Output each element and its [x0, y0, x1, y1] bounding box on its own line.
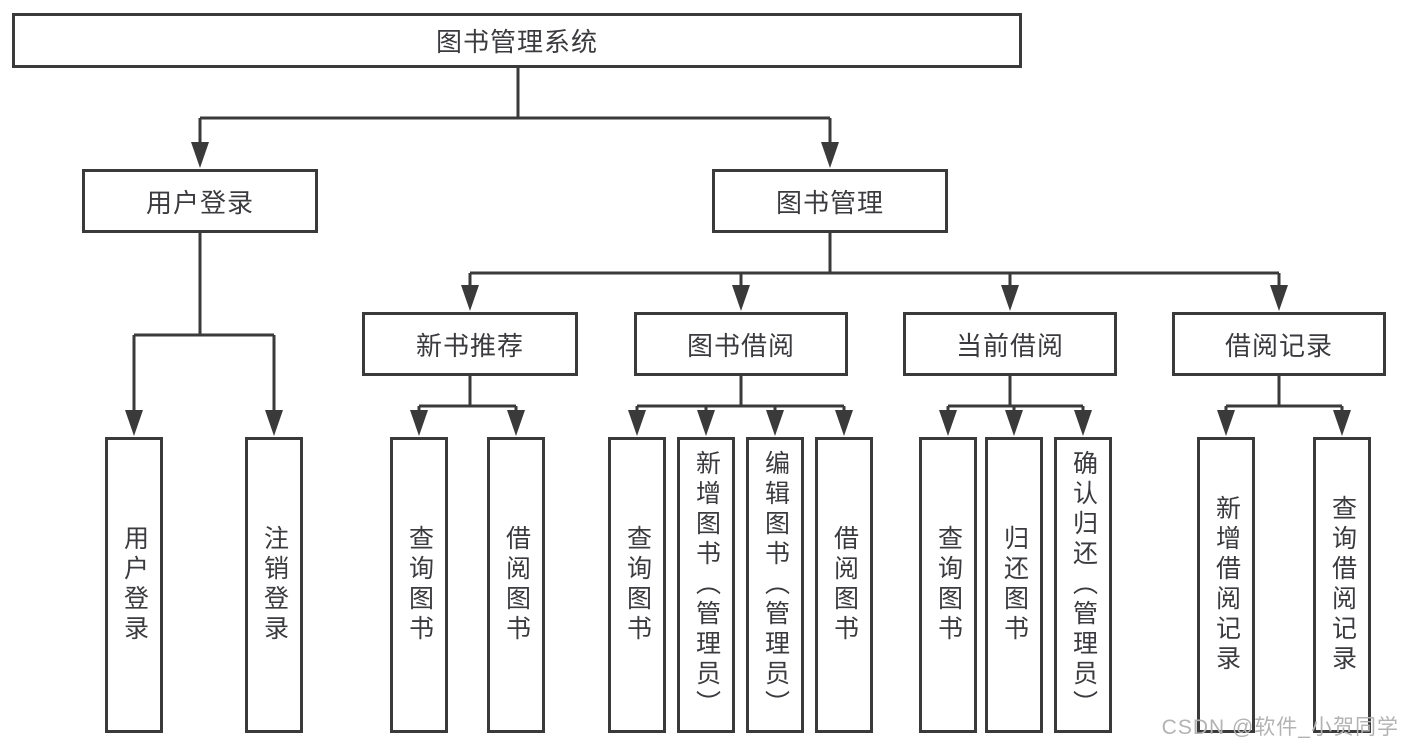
- leaf-borrow-books-newbook-label: 借阅图书: [502, 525, 531, 645]
- leaf-confirm-return-admin-label: 确认归还（管理员）: [1069, 450, 1098, 720]
- leaf-add-book-admin: 新增图书（管理员）: [677, 437, 735, 733]
- leaf-borrow-books-borrow-label: 借阅图书: [830, 525, 859, 645]
- node-current-borrow-label: 当前借阅: [955, 330, 1064, 361]
- leaf-edit-book-admin: 编辑图书（管理员）: [746, 437, 804, 733]
- leaf-return-book: 归还图书: [985, 437, 1043, 733]
- node-new-book-recommend: 新书推荐: [362, 312, 578, 376]
- node-borrow-records: 借阅记录: [1172, 312, 1386, 376]
- leaf-logout-label: 注销登录: [260, 525, 289, 645]
- node-user-login-label: 用户登录: [145, 187, 254, 218]
- leaf-add-borrow-record: 新增借阅记录: [1197, 437, 1255, 733]
- leaf-query-books-borrow-label: 查询图书: [623, 525, 652, 645]
- node-book-borrow: 图书借阅: [634, 312, 848, 376]
- leaf-add-book-admin-label: 新增图书（管理员）: [692, 450, 721, 720]
- leaf-user-login-label: 用户登录: [120, 525, 149, 645]
- leaf-query-borrow-record-label: 查询借阅记录: [1328, 495, 1357, 675]
- leaf-borrow-books-borrow: 借阅图书: [815, 437, 873, 733]
- arrowheads: [125, 142, 1351, 436]
- node-current-borrow: 当前借阅: [903, 312, 1117, 376]
- leaf-return-book-label: 归还图书: [1000, 525, 1029, 645]
- leaf-query-books-current-label: 查询图书: [934, 525, 963, 645]
- leaf-query-books-borrow: 查询图书: [608, 437, 666, 733]
- node-book-management: 图书管理: [712, 169, 948, 233]
- node-new-book-recommend-label: 新书推荐: [415, 330, 524, 361]
- leaf-query-books-newbook: 查询图书: [390, 437, 448, 733]
- node-borrow-records-label: 借阅记录: [1224, 330, 1333, 361]
- leaf-query-borrow-record: 查询借阅记录: [1313, 437, 1371, 733]
- watermark: CSDN @软件_小贺同学: [1161, 716, 1399, 739]
- leaf-borrow-books-newbook: 借阅图书: [487, 437, 545, 733]
- node-root-label: 图书管理系统: [435, 27, 598, 57]
- leaf-query-books-newbook-label: 查询图书: [405, 525, 434, 645]
- node-book-management-label: 图书管理: [775, 187, 884, 218]
- node-user-login: 用户登录: [82, 169, 318, 233]
- node-book-borrow-label: 图书借阅: [686, 330, 795, 361]
- node-root: 图书管理系统: [12, 13, 1022, 68]
- leaf-logout: 注销登录: [245, 437, 303, 733]
- leaf-query-books-current: 查询图书: [919, 437, 977, 733]
- leaf-user-login: 用户登录: [105, 437, 163, 733]
- leaf-confirm-return-admin: 确认归还（管理员）: [1054, 437, 1112, 733]
- leaf-edit-book-admin-label: 编辑图书（管理员）: [761, 450, 790, 720]
- leaf-add-borrow-record-label: 新增借阅记录: [1212, 495, 1241, 675]
